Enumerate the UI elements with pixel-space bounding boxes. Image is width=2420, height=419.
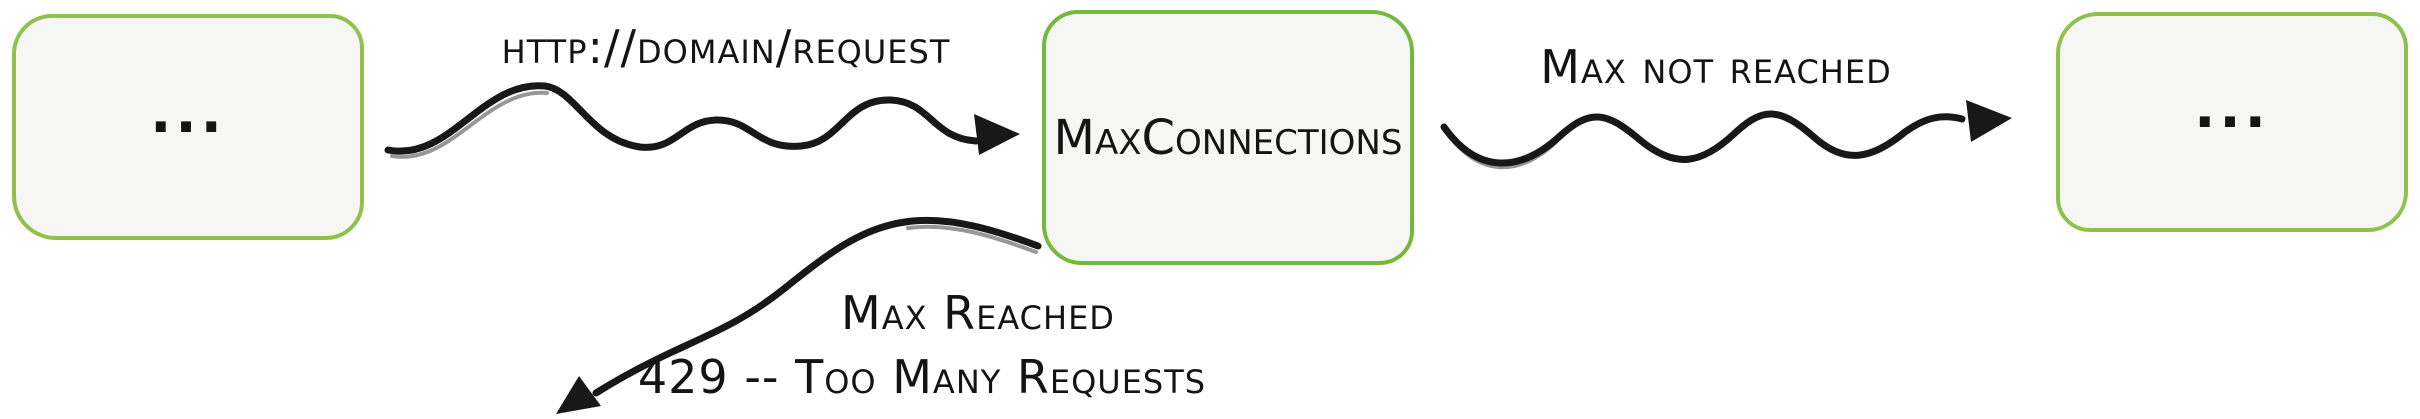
node-source-label: ...: [150, 80, 226, 146]
node-maxconnections: MaxConnections: [1042, 10, 1414, 265]
max-not-reached-label: Max not reached: [1540, 40, 1892, 94]
request-arrowhead-icon: [974, 114, 1020, 155]
node-source: ...: [12, 14, 364, 240]
node-target-label: ...: [2194, 75, 2270, 141]
max-reached-arrowhead-icon: [556, 376, 601, 414]
max-not-reached-arrow: [1440, 100, 2012, 170]
max-not-reached-arrowhead-icon: [1966, 100, 2012, 142]
node-maxconnections-label: MaxConnections: [1053, 109, 1403, 166]
request-url-label: http://domain/request: [501, 20, 951, 74]
too-many-requests-label: 429 -- Too Many Requests: [637, 350, 1207, 404]
node-target: ...: [2056, 12, 2408, 232]
request-arrow: [384, 82, 1020, 159]
max-reached-label: Max Reached: [841, 286, 1115, 340]
